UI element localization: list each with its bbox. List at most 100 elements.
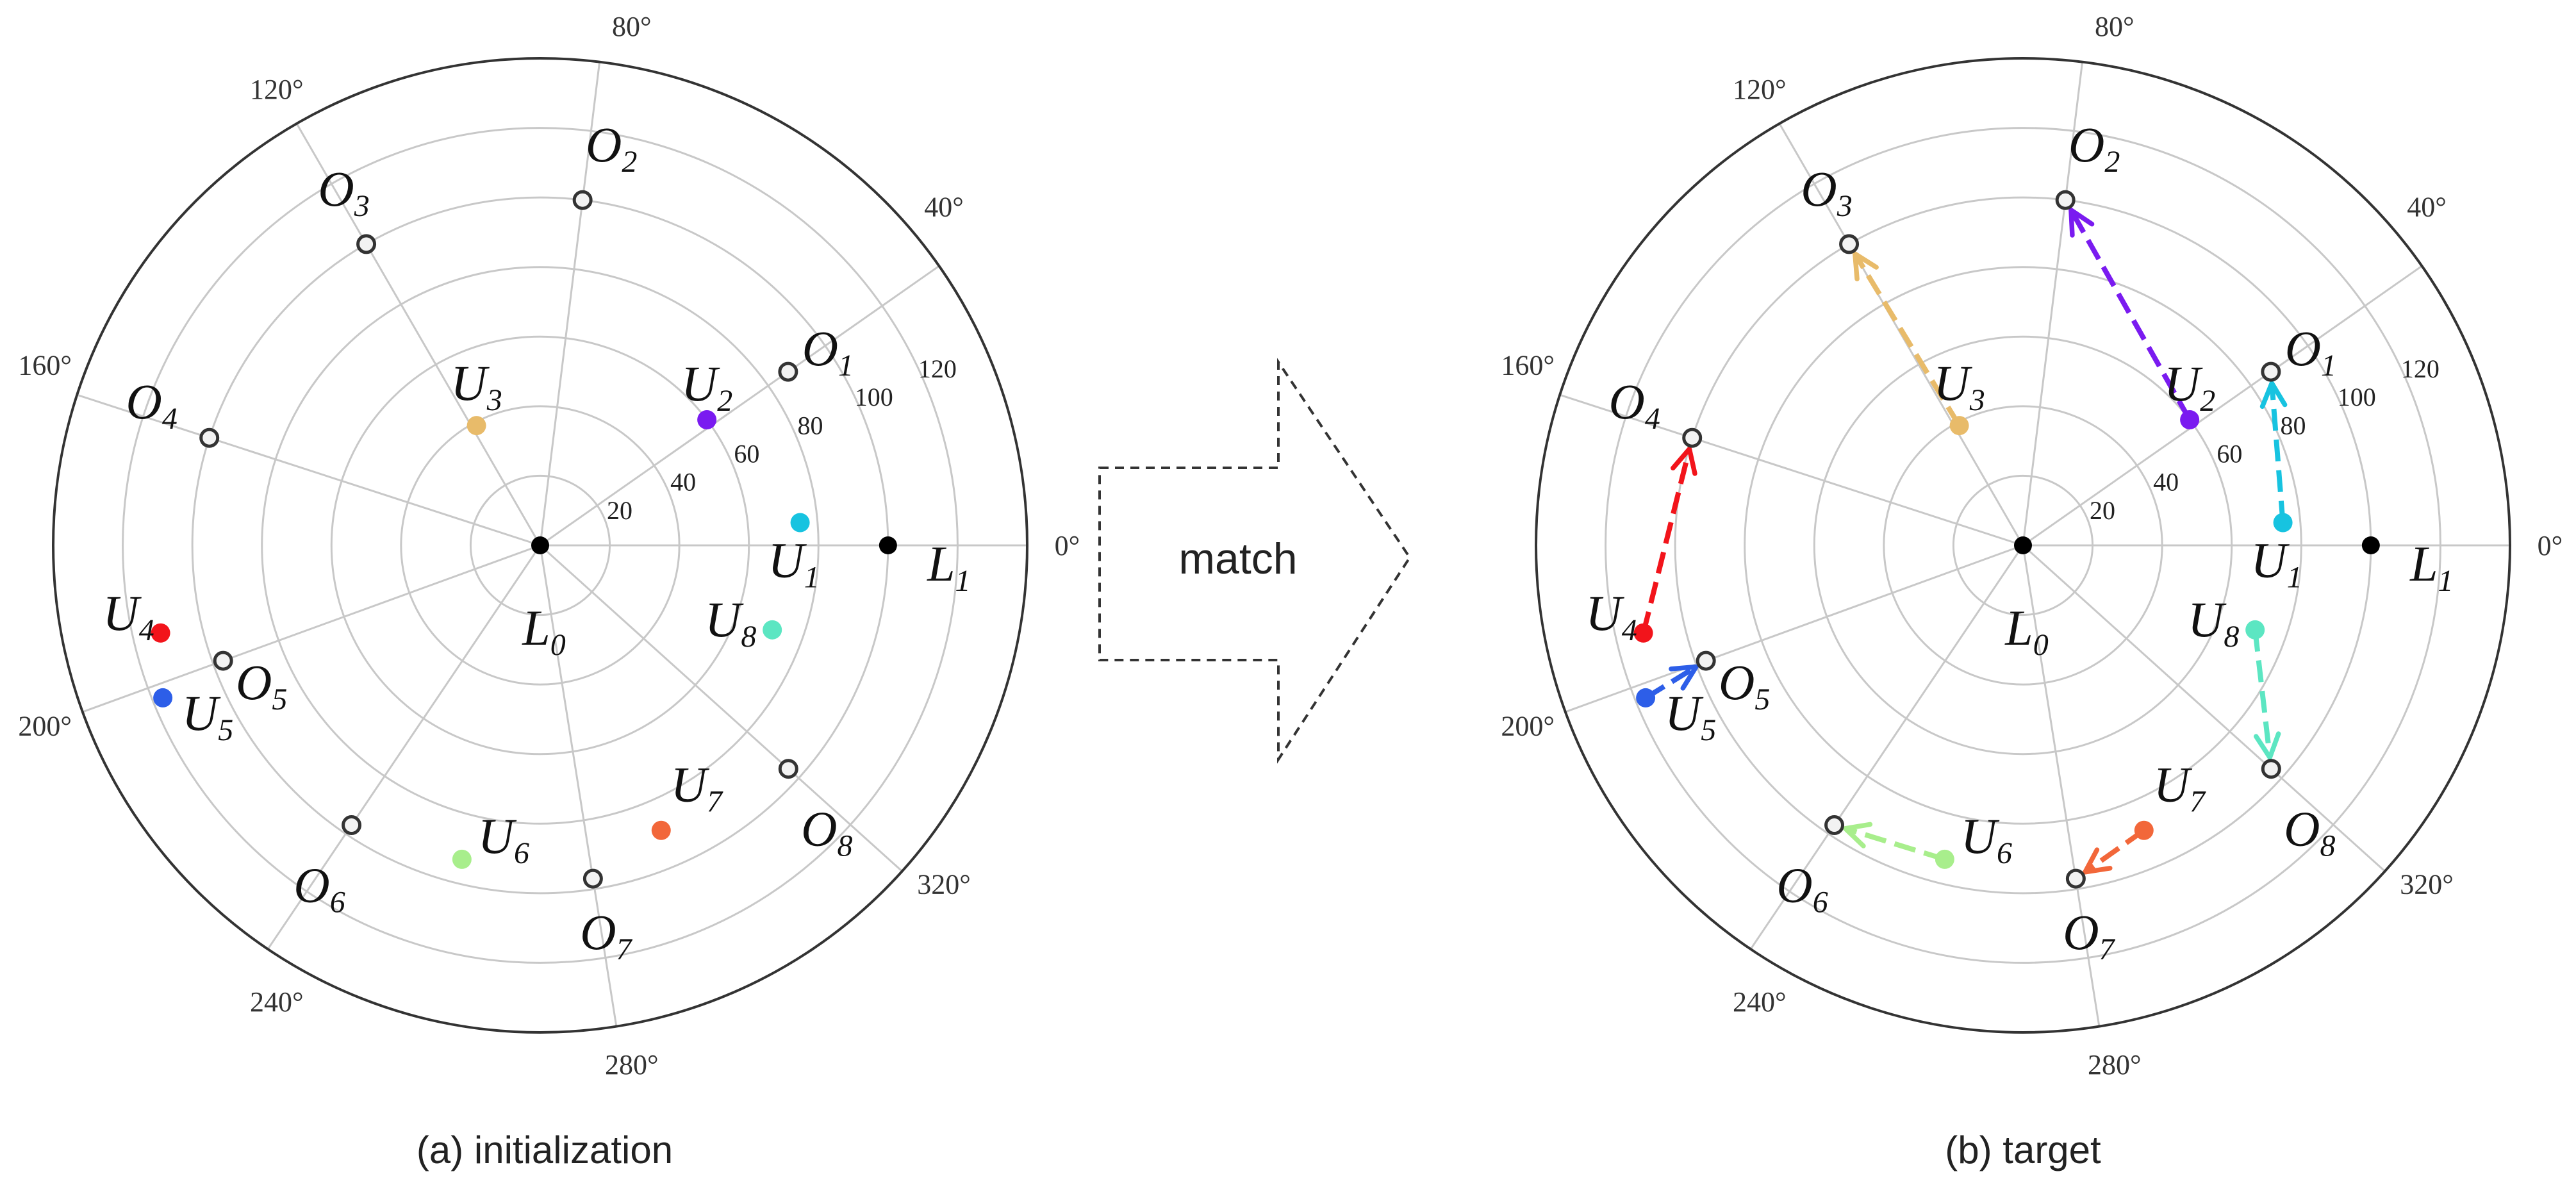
- target-label-o5-letter: O: [1719, 654, 1754, 710]
- angle-tick-label: 80°: [2095, 11, 2134, 42]
- unit-point-u8: [2245, 620, 2265, 640]
- target-label-o8-letter: O: [2284, 801, 2320, 857]
- target-point-o3: [356, 234, 377, 254]
- grid-spoke: [539, 545, 618, 1027]
- unit-label-u3-index: 3: [486, 383, 502, 417]
- angle-tick-label: 40°: [924, 191, 964, 222]
- target-label-o6-letter: O: [293, 857, 329, 913]
- unit-label-u4: U4: [103, 585, 154, 647]
- unit-label-u3-letter: U: [450, 355, 490, 411]
- unit-label-u3: U3: [1933, 355, 1985, 417]
- radial-tick-label: 20: [607, 496, 632, 525]
- target-label-o4-index: 4: [162, 402, 178, 436]
- target-label-o8-letter: O: [801, 801, 837, 857]
- target-label-o4-index: 4: [1645, 402, 1660, 436]
- radial-tick-label: 40: [2153, 468, 2179, 497]
- unit-label-u7-index: 7: [2190, 785, 2206, 819]
- match-arrow-u4: [1640, 446, 1697, 634]
- angle-tick-label: 320°: [2400, 869, 2454, 900]
- origin-label: L0: [2004, 600, 2048, 662]
- target-label-o4-letter: O: [1609, 374, 1645, 429]
- unit-point-u6: [1935, 849, 1954, 869]
- target-label-o3: O3: [318, 161, 369, 223]
- unit-point-u5: [1636, 688, 1656, 707]
- target-label-o3-letter: O: [1801, 161, 1837, 217]
- angle-tick-label: 40°: [2407, 191, 2447, 222]
- target-point-o6: [342, 815, 362, 836]
- target-point-o1: [2261, 361, 2281, 382]
- unit-label-u6-letter: U: [478, 808, 517, 864]
- target-label-o3: O3: [1801, 161, 1852, 223]
- outer-border: [1535, 57, 2511, 1034]
- target-label-o6-index: 6: [330, 886, 345, 920]
- angle-tick-label: 0°: [1055, 530, 1080, 561]
- landmark-label-index: 1: [955, 564, 971, 598]
- target-label-o5: O5: [236, 654, 287, 716]
- angle-tick-label: 160°: [1501, 350, 1555, 381]
- target-label-o2-letter: O: [586, 117, 622, 172]
- unit-label-u7-letter: U: [671, 757, 710, 813]
- target-label-o3-index: 3: [1837, 189, 1853, 223]
- target-label-o2-letter: O: [2068, 117, 2104, 172]
- unit-label-u8-index: 8: [2224, 620, 2239, 654]
- match-arrow-u7: [2083, 828, 2146, 875]
- grid-spoke: [295, 123, 541, 546]
- grid-spoke: [2022, 62, 2084, 546]
- unit-label-u1-index: 1: [2287, 561, 2302, 595]
- unit-label-u2: U2: [2164, 356, 2215, 418]
- match-arrow-u1: [2259, 381, 2288, 523]
- target-label-o6: O6: [293, 857, 345, 920]
- unit-point-u7: [651, 820, 671, 840]
- unit-label-u5: U5: [1665, 685, 1716, 747]
- unit-point-u7: [2134, 820, 2154, 840]
- target-label-o1-letter: O: [802, 320, 838, 376]
- target-point-o5: [213, 650, 233, 671]
- grid-spoke: [267, 545, 541, 950]
- unit-label-u8-letter: U: [2188, 592, 2227, 647]
- target-label-o1-index: 1: [838, 349, 854, 383]
- unit-point-u1: [790, 513, 810, 533]
- target-point-o4: [1682, 427, 1703, 448]
- unit-point-u8: [763, 620, 782, 640]
- target-point-o4: [199, 427, 220, 448]
- unit-label-u8: U8: [705, 592, 756, 654]
- target-label-o8-index: 8: [837, 829, 852, 863]
- caption-target: (b) target: [1945, 1129, 2101, 1171]
- panel-target: 0°40°80°120°160°200°240°280°320°20406080…: [1501, 11, 2563, 1080]
- radial-tick-label: 60: [734, 439, 759, 468]
- target-point-o7: [582, 868, 603, 889]
- landmark-label: L1: [927, 536, 970, 598]
- grid-spoke: [539, 544, 903, 872]
- unit-point-u3: [1949, 416, 1969, 436]
- unit-label-u2-letter: U: [681, 356, 720, 411]
- unit-label-u1-index: 1: [804, 561, 820, 595]
- unit-point-u6: [452, 849, 472, 869]
- angle-tick-label: 240°: [250, 986, 304, 1018]
- radial-tick-label: 120: [918, 354, 957, 383]
- unit-point-u2: [697, 410, 717, 429]
- grid-spoke: [1559, 393, 2024, 547]
- target-label-o1-letter: O: [2285, 320, 2321, 376]
- unit-label-u5-index: 5: [1701, 713, 1716, 747]
- landmark-point: [879, 536, 897, 554]
- angle-tick-label: 0°: [2538, 530, 2563, 561]
- target-label-o5-letter: O: [236, 654, 272, 710]
- landmark-label-letter: L: [2409, 536, 2438, 592]
- radial-tick-label: 40: [670, 468, 696, 497]
- match-label: match: [1178, 534, 1297, 583]
- radial-tick-label: 100: [2338, 383, 2376, 411]
- unit-label-u5-index: 5: [218, 713, 233, 747]
- grid-spoke: [1749, 545, 2024, 950]
- unit-label-u2-letter: U: [2164, 356, 2203, 411]
- target-label-o2: O2: [2068, 117, 2120, 179]
- origin-label-index: 0: [550, 628, 566, 662]
- match-arrow-u5: [1644, 664, 1699, 700]
- target-label-o1-index: 1: [2321, 349, 2336, 383]
- angle-tick-label: 160°: [18, 350, 72, 381]
- target-point-o3: [1839, 234, 1860, 254]
- landmark-point: [2361, 536, 2380, 554]
- unit-label-u8-letter: U: [705, 592, 744, 647]
- unit-point-u4: [1633, 623, 1653, 643]
- grid-spoke: [2022, 265, 2423, 547]
- target-label-o1: O1: [2285, 320, 2336, 383]
